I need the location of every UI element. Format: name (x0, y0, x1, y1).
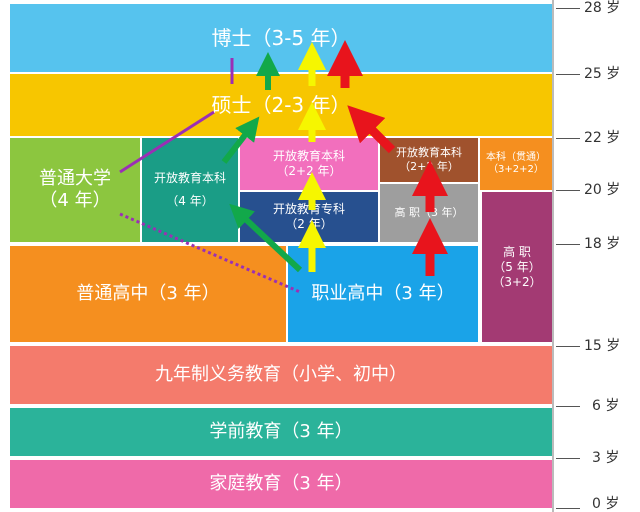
age-label-6: 6 岁 (592, 398, 620, 414)
doctor-block: 博士（3-5 年） (10, 4, 552, 72)
higher-vocational-right-plan: （3+2） (492, 274, 542, 289)
open-undergrad-right-name: 开放教育本科 (396, 146, 462, 160)
age-tick-22 (556, 138, 580, 139)
open-undergrad-left-years: （4 年） (166, 194, 214, 208)
age-label-25: 25 岁 (584, 66, 621, 82)
higher-vocational-right-years: （5 年） (493, 259, 541, 274)
open-undergrad-mid-name: 开放教育本科 (272, 149, 345, 163)
age-tick-3 (556, 458, 580, 459)
age-tick-6 (556, 406, 580, 407)
age-label-22: 22 岁 (584, 130, 621, 146)
open-undergrad-right-block: 开放教育本科 （2+2 年） (380, 138, 478, 182)
higher-vocational-mid-label: 高 职（3 年） (394, 206, 464, 220)
master-label: 硕士（2-3 年） (211, 92, 351, 117)
age-label-18: 18 岁 (584, 236, 621, 252)
open-undergrad-mid-block: 开放教育本科 （2+2 年） (240, 138, 378, 190)
age-label-28: 28 岁 (584, 0, 621, 16)
preschool-education-block: 学前教育（3 年） (10, 408, 552, 456)
higher-vocational-right-name: 高 职 (503, 244, 531, 259)
higher-vocational-mid-block: 高 职（3 年） (380, 184, 478, 242)
age-tick-15 (556, 346, 580, 347)
undergrad-through-years: （3+2+2） (488, 164, 544, 175)
open-junior-college-years: （2 年） (285, 217, 333, 231)
open-undergrad-right-years: （2+2 年） (399, 160, 459, 173)
open-undergrad-mid-years: （2+2 年） (276, 164, 342, 178)
preschool-education-label: 学前教育（3 年） (209, 420, 353, 442)
doctor-label: 博士（3-5 年） (211, 25, 351, 50)
compulsory-education-block: 九年制义务教育（小学、初中） (10, 346, 552, 404)
age-axis (552, 0, 554, 512)
university-block: 普通大学 （4 年） (10, 138, 140, 242)
vocational-high-school-label: 职业高中（3 年） (311, 282, 455, 304)
age-label-3: 3 岁 (592, 450, 620, 466)
age-tick-25 (556, 74, 580, 75)
age-label-0: 0 岁 (592, 496, 620, 512)
open-undergrad-left-block: 开放教育本科 （4 年） (142, 138, 238, 242)
higher-vocational-right-block: 高 职 （5 年） （3+2） (482, 192, 552, 342)
master-block: 硕士（2-3 年） (10, 74, 552, 136)
age-label-20: 20 岁 (584, 182, 621, 198)
compulsory-education-label: 九年制义务教育（小学、初中） (155, 363, 407, 385)
undergrad-through-name: 本科（贯通） (486, 151, 546, 163)
university-name: 普通大学 (39, 167, 111, 189)
age-tick-0 (556, 508, 580, 509)
open-junior-college-block: 开放教育专科 （2 年） (240, 192, 378, 242)
vocational-high-school-block: 职业高中（3 年） (288, 246, 478, 342)
family-education-label: 家庭教育（3 年） (209, 472, 353, 494)
family-education-block: 家庭教育（3 年） (10, 460, 552, 508)
age-label-15: 15 岁 (584, 338, 621, 354)
age-tick-18 (556, 244, 580, 245)
open-junior-college-name: 开放教育专科 (272, 202, 345, 216)
age-tick-28 (556, 8, 580, 9)
undergrad-through-block: 本科（贯通） （3+2+2） (480, 138, 552, 190)
open-undergrad-left-name: 开放教育本科 (153, 171, 226, 185)
general-high-school-label: 普通高中（3 年） (76, 282, 220, 304)
general-high-school-block: 普通高中（3 年） (10, 246, 286, 342)
age-tick-20 (556, 190, 580, 191)
university-years: （4 年） (39, 190, 111, 211)
